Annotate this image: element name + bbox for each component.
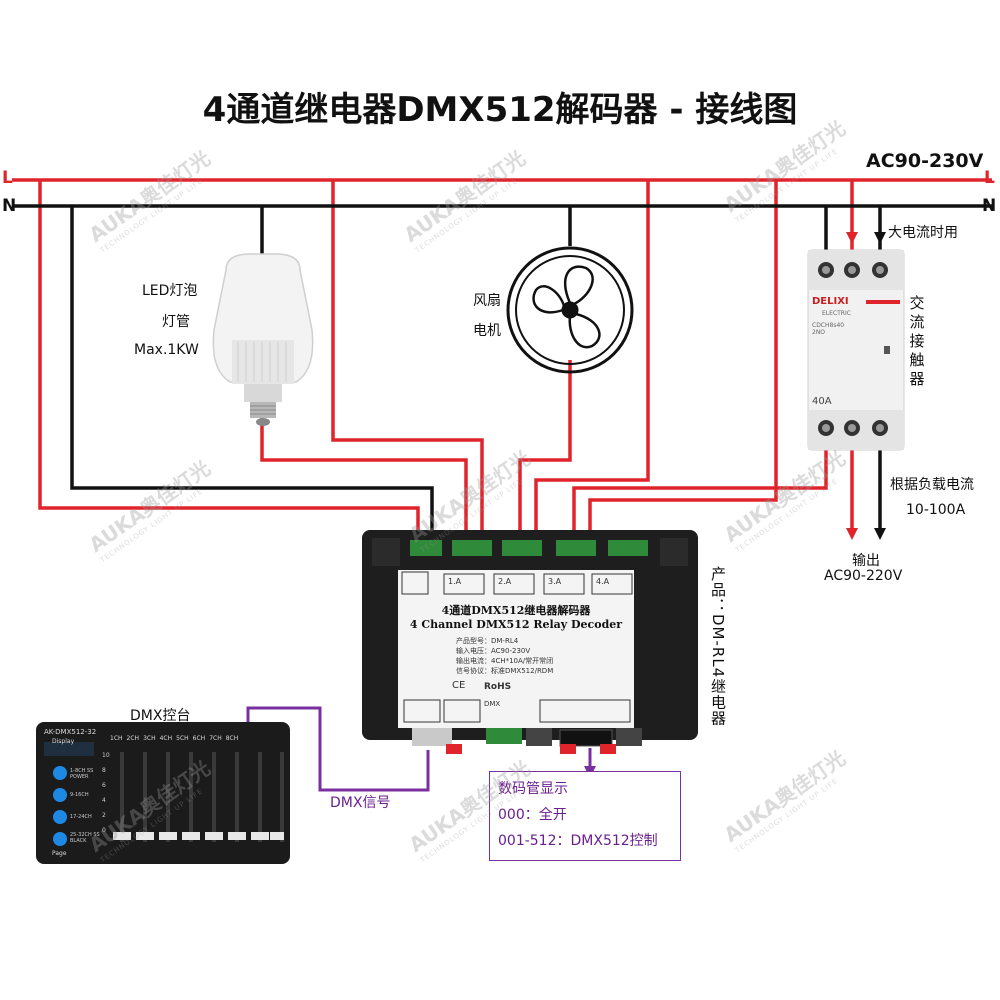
console-scale: 10 8 6 4 2 0 [102, 748, 112, 838]
relay-decoder-device [362, 530, 698, 754]
contactor-model: CDCH8s40 2NO [812, 322, 845, 336]
contactor-label: 交流接触器 [909, 294, 925, 388]
live-label-right: L [984, 168, 995, 188]
console-ch-label: 5CH [176, 735, 189, 742]
high-current-note: 大电流时用 [888, 225, 958, 241]
scale-mark: 0 [102, 827, 106, 834]
scale-mark: 8 [102, 767, 106, 774]
dmx-port-label: DMX [484, 700, 501, 708]
console-model: AK-DMX512-32 [44, 728, 97, 736]
scale-mark: 4 [102, 797, 106, 804]
supply-voltage: AC90-230V [866, 150, 984, 172]
bulb-label-2: 灯管 [162, 314, 190, 330]
console-channel-header: 1CH 2CH 3CH 4CH 5CH 6CH 7CH 8CH [110, 735, 290, 742]
contactor-brand-sub: ELECTRIC [822, 310, 851, 317]
product-label: 产品：DM-RL4继电器 [709, 566, 727, 727]
scale-mark: 6 [102, 782, 106, 789]
dmx-signal-label: DMX信号 [330, 795, 391, 811]
console-display-label: Display [52, 738, 75, 745]
console-label: DMX控台 [130, 708, 191, 724]
load-note-2: 10-100A [906, 502, 966, 518]
dmx-console-device [36, 722, 290, 864]
contactor-brand: DELIXI [812, 296, 849, 307]
neutral-wires [12, 204, 992, 548]
page-button-3-label: 17-24CH [70, 814, 92, 820]
contactor-rating: 40A [812, 396, 832, 407]
page-button-1-label: 1-8CH SS POWER [70, 768, 94, 780]
console-ch-label: 4CH [159, 735, 173, 742]
output-label-2: AC90-220V [824, 568, 903, 584]
scale-mark: 2 [102, 812, 106, 819]
display-info-line-1: 000：全开 [498, 807, 567, 823]
fan-label-2: 电机 [473, 323, 501, 339]
decoder-name-en: 4 Channel DMX512 Relay Decoder [409, 618, 623, 631]
diagram-title: 4通道继电器DMX512解码器 - 接线图 [202, 90, 798, 130]
rohs-mark: RoHS [484, 682, 512, 692]
display-info-title: 数码管显示 [498, 781, 568, 797]
spec-model: 产品型号：DM-RL4 [456, 637, 519, 645]
load-note-1: 根据负载电流 [890, 477, 974, 493]
channel-3-label: 3.A [548, 577, 562, 586]
spec-output: 输出电流：4CH*10A/常开常闭 [456, 657, 554, 665]
fan-label-1: 风扇 [473, 293, 501, 309]
display-info-box: 数码管显示 000：全开 001-512：DMX512控制 [489, 771, 681, 861]
neutral-label-left: N [2, 196, 17, 216]
decoder-name-cn: 4通道DMX512继电器解码器 [441, 604, 591, 617]
channel-4-label: 4.A [596, 577, 610, 586]
console-ch-label: 1CH [110, 735, 123, 742]
console-page-label: Page [52, 850, 67, 857]
live-label-left: L [2, 168, 13, 188]
page-button-4-label: 25-32CH SS BLACK [70, 832, 100, 844]
output-label-1: 输出 [852, 553, 880, 569]
console-ch-label: 8CH [225, 735, 239, 742]
live-wires [12, 178, 992, 548]
fan-icon [506, 246, 634, 374]
console-ch-label: 3CH [143, 735, 156, 742]
bulb-label-3: Max.1KW [134, 342, 199, 358]
ac-contactor-icon [807, 249, 905, 451]
spec-protocol: 信号协议：标准DMX512/RDM [456, 667, 554, 675]
display-info-line-2: 001-512：DMX512控制 [498, 833, 658, 849]
ce-mark: CE [452, 680, 466, 691]
page-button-2-label: 9-16CH [70, 792, 89, 798]
console-ch-label: 2CH [126, 735, 140, 742]
channel-2-label: 2.A [498, 577, 512, 586]
channel-1-label: 1.A [448, 577, 462, 586]
neutral-label-right: N [982, 196, 997, 216]
scale-mark: 10 [102, 752, 110, 759]
spec-input: 输入电压：AC90-230V [456, 647, 531, 655]
console-ch-label: 6CH [192, 735, 206, 742]
bulb-label-1: LED灯泡 [142, 283, 198, 299]
led-bulb-icon [212, 253, 314, 426]
console-ch-label: 7CH [209, 735, 222, 742]
